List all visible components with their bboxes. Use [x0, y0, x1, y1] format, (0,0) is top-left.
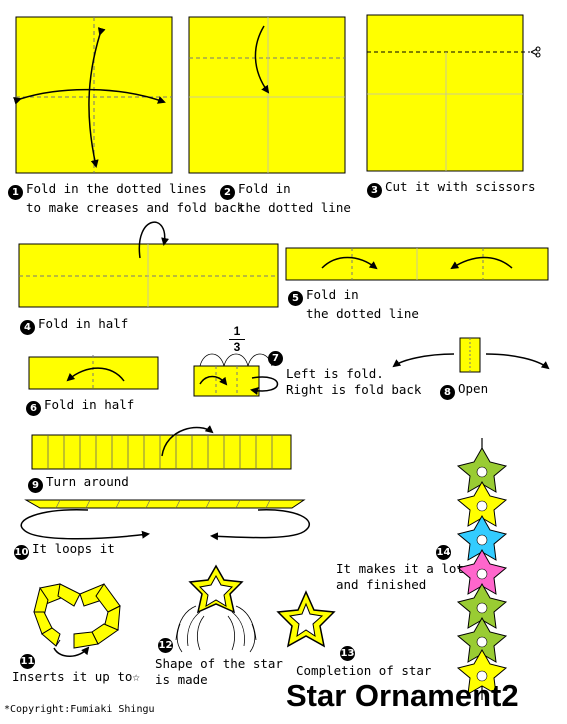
step10-loop — [20, 499, 310, 541]
step3-square — [366, 14, 541, 172]
step-12-number: 12 — [158, 638, 173, 653]
scissors-icon — [530, 46, 541, 58]
step14-chain — [456, 438, 508, 700]
page-title: Star Ornament2 — [286, 678, 519, 713]
step7-strip — [193, 353, 279, 397]
one-third-fraction: 1 3 — [225, 325, 249, 354]
step-14-number: 14 — [436, 545, 451, 560]
step13-star — [276, 590, 336, 648]
step6-strip — [28, 355, 159, 391]
step5-strip — [285, 247, 549, 281]
step11-ring — [33, 583, 121, 657]
step2-square — [188, 16, 346, 174]
step-11-caption: Inserts it up to☆ — [12, 669, 140, 684]
step-13-number: 13 — [340, 646, 355, 661]
copyright-text: *Copyright:Fumiaki Shingu — [4, 704, 155, 715]
step1-square — [13, 16, 173, 174]
step-14-caption: It makes it a lot and finished — [336, 561, 464, 592]
step-12-caption: Shape of the star is made — [155, 656, 283, 687]
step8-open — [392, 337, 550, 373]
step-13-caption: Completion of star — [296, 663, 432, 678]
hands-icon — [175, 605, 257, 653]
step9-strip — [31, 425, 292, 470]
step4-strip — [18, 221, 279, 308]
step12-star — [175, 564, 257, 653]
step-11-number: 11 — [20, 654, 35, 669]
step-7-caption: 7 Left is fold. Right is fold back — [268, 347, 421, 398]
